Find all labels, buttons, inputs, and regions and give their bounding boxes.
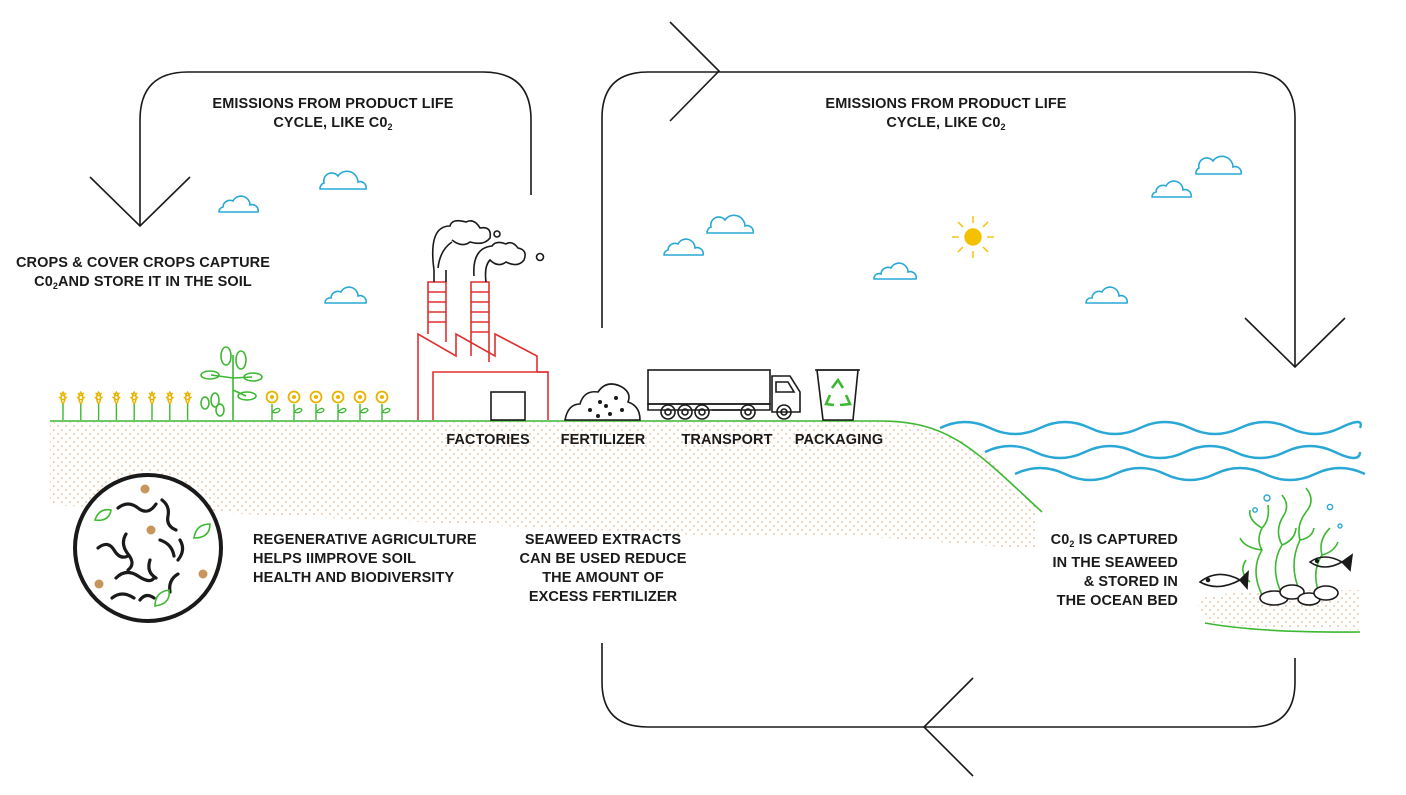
subscript: 2 (52, 281, 58, 291)
soil-area (50, 422, 1035, 548)
left-cycle-arrow (89, 71, 532, 228)
crops-label: CROPS & COVER CROPS CAPTURE C02AND STORE… (12, 254, 274, 296)
ocean-capture-label: C02 IS CAPTURED IN THE SEAWEED & STORED … (1030, 531, 1178, 611)
fish-icon (1198, 553, 1354, 590)
seaweed-line-2: CAN BE USED REDUCE (519, 551, 687, 567)
fertilizer-label: FERTILIZER (560, 432, 646, 448)
truck-icon (647, 369, 801, 420)
factory-icon (417, 219, 549, 421)
emissions-right-line-2: CYCLE, LIKE C02 (813, 114, 1079, 137)
rocks-icon (1259, 584, 1339, 606)
emissions-right-text: CYCLE, LIKE C0 (886, 115, 1001, 131)
subscript: 2 (1000, 122, 1006, 132)
ocean-bed-line (1204, 622, 1361, 633)
seaweed-extracts-label: SEAWEED EXTRACTS CAN BE USED REDUCE THE … (508, 531, 698, 607)
crops-co-text: C0 (34, 274, 53, 290)
sun-icon (952, 216, 994, 258)
ocean-rest-text: IS CAPTURED (1074, 532, 1178, 548)
crops-line-2: C02AND STORE IT IN THE SOIL (12, 273, 274, 296)
ocean-line-2: IN THE SEAWEED (1052, 555, 1178, 571)
crops-rest-text: AND STORE IT IN THE SOIL (57, 274, 252, 290)
regen-line-1: REGENERATIVE AGRICULTURE (253, 532, 477, 548)
packaging-label: PACKAGING (794, 432, 884, 448)
emissions-right-line-1: EMISSIONS FROM PRODUCT LIFE (825, 96, 1067, 112)
transport-label: TRANSPORT (681, 432, 773, 448)
seaweed-line-4: EXCESS FERTILIZER (528, 589, 678, 605)
emissions-left-line-2: CYCLE, LIKE C02 (200, 114, 466, 137)
emissions-left-text: CYCLE, LIKE C0 (273, 115, 388, 131)
seaweed-line-1: SEAWEED EXTRACTS (524, 532, 682, 548)
ground-line (50, 420, 1043, 513)
ocean-line-1: C02 IS CAPTURED (1030, 531, 1178, 554)
factories-label: FACTORIES (446, 432, 530, 448)
recycle-bin-icon (815, 369, 860, 421)
seaweed-icon (1239, 487, 1339, 596)
ocean-co-text: C0 (1050, 532, 1070, 548)
cloud-icon (218, 155, 1242, 304)
seaweed-line-3: THE AMOUNT OF (542, 570, 664, 586)
subscript: 2 (387, 122, 393, 132)
fertilizer-pile-icon (564, 383, 641, 421)
subscript: 2 (1069, 539, 1075, 549)
emissions-left-line-1: EMISSIONS FROM PRODUCT LIFE (212, 96, 454, 112)
emissions-left-label: EMISSIONS FROM PRODUCT LIFE CYCLE, LIKE … (200, 95, 466, 137)
wave-icon (939, 420, 1366, 482)
ocean-line-4: THE OCEAN BED (1056, 593, 1178, 609)
crops-line-1: CROPS & COVER CROPS CAPTURE (15, 255, 271, 271)
regen-label: REGENERATIVE AGRICULTURE HELPS IIMPROVE … (253, 531, 493, 588)
tree-icon (200, 346, 263, 420)
emissions-right-label: EMISSIONS FROM PRODUCT LIFE CYCLE, LIKE … (813, 95, 1079, 137)
ocean-line-3: & STORED IN (1083, 574, 1178, 590)
wheat-icon (58, 390, 193, 420)
sunflower-icon (265, 390, 391, 420)
regen-line-2: HELPS IIMPROVE SOIL (253, 551, 417, 567)
regen-line-3: HEALTH AND BIODIVERSITY (253, 570, 455, 586)
right-top-cycle-arrow (601, 21, 1346, 369)
bottom-cycle-arrow (601, 643, 1296, 777)
soil-circle-icon (73, 473, 223, 623)
bubble-icon (1252, 494, 1343, 529)
